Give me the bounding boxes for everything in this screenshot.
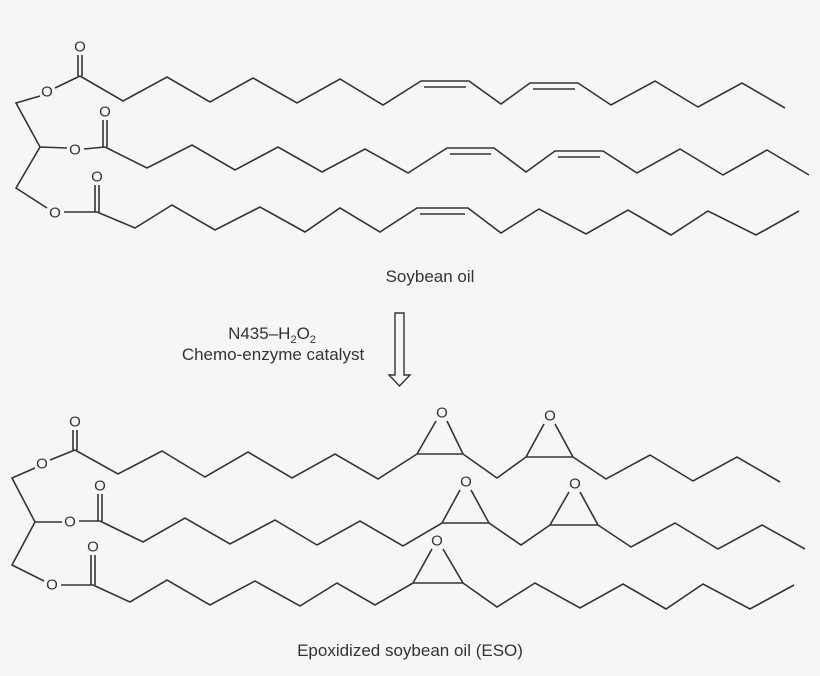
epoxide-ring: O [416, 405, 464, 455]
epoxide-oxygen: O [460, 474, 472, 491]
epoxide-ring: O [412, 533, 464, 584]
carbonyl-oxygen: O [87, 539, 99, 556]
epoxide-oxygen: O [569, 476, 581, 493]
soybean-oil-structure: O O O O O O [14, 39, 810, 236]
fatty-chain-1 [79, 75, 786, 109]
bond [83, 146, 106, 150]
glycerol-backbone: O O O [14, 75, 106, 222]
carbonyl-groups: O O O [74, 39, 111, 212]
fatty-chain-3 [96, 204, 800, 236]
carbonyl-oxygen: O [91, 169, 103, 186]
ester-oxygen: O [49, 205, 61, 222]
ester-oxygen: O [46, 577, 58, 594]
glycerol-backbone: O O O [10, 449, 100, 594]
epoxide-oxygen: O [436, 405, 448, 422]
reaction-conditions: N435–H2O2 Chemo-enzyme catalyst [182, 312, 412, 388]
bond [10, 467, 62, 523]
bond [10, 521, 45, 582]
epoxide-ring: O [549, 476, 599, 526]
carbonyl-oxygen: O [69, 414, 81, 431]
product-name: Epoxidized soybean oil (ESO) [297, 641, 523, 660]
reagent-label: N435–H2O2 [228, 324, 316, 346]
ester-oxygen: O [69, 142, 81, 159]
epoxide-ring: O [441, 474, 490, 524]
epoxide-oxygen: O [431, 533, 443, 550]
bond [14, 146, 48, 209]
epoxide-oxygen: O [544, 408, 556, 425]
ester-oxygen: O [36, 456, 48, 473]
bond [14, 95, 68, 149]
down-hollow-arrow-icon [387, 312, 412, 388]
carbonyl-groups: O O O [69, 414, 106, 585]
ester-oxygen: O [64, 514, 76, 531]
carbonyl-oxygen: O [94, 478, 106, 495]
fatty-chain-2 [99, 517, 806, 550]
reactant-name: Soybean oil [386, 267, 475, 286]
carbonyl-oxygen: O [99, 104, 111, 121]
bond [54, 75, 81, 89]
catalyst-label: Chemo-enzyme catalyst [182, 345, 365, 364]
ester-oxygen: O [41, 84, 53, 101]
carbonyl-oxygen: O [74, 39, 86, 56]
fatty-chain-2 [104, 144, 810, 176]
epoxide-ring: O [525, 408, 574, 458]
eso-structure: O O O O O O O O O O [10, 405, 806, 610]
fatty-chain-1 [74, 449, 781, 483]
fatty-chain-3 [92, 579, 795, 610]
